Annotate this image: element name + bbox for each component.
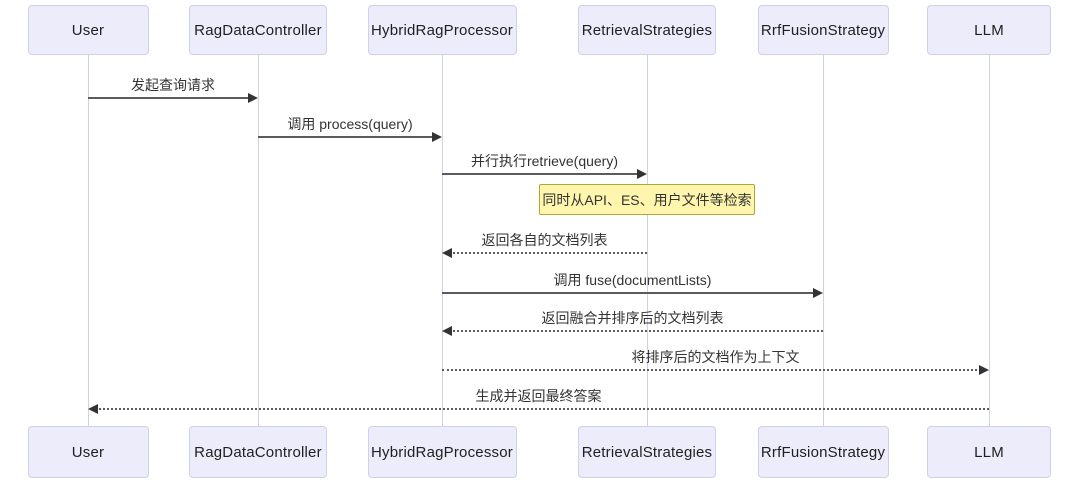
- lifeline-rrffusionstrategy: [822, 55, 824, 426]
- message-line-3: [442, 173, 639, 175]
- actor-label: RetrievalStrategies: [581, 21, 713, 39]
- message-label-7: 将排序后的文档作为上下文: [631, 349, 800, 365]
- actor-bottom-rrffusionstrategy: RrfFusionStrategy: [757, 426, 889, 478]
- lifeline-hybridragprocessor: [441, 55, 443, 426]
- actor-bottom-llm: LLM: [927, 426, 1051, 478]
- message-label-5: 调用 fuse(documentLists): [553, 272, 712, 288]
- message-label-4: 返回各自的文档列表: [481, 232, 608, 248]
- actor-bottom-retrievalstrategies: RetrievalStrategies: [578, 426, 716, 478]
- arrowhead-6: [442, 326, 452, 336]
- actor-bottom-hybridragprocessor: HybridRagProcessor: [367, 426, 517, 478]
- message-line-8: [96, 408, 989, 410]
- actor-top-ragdatacontroller: RagDataController: [189, 5, 327, 55]
- actor-label: RrfFusionStrategy: [760, 21, 886, 39]
- message-label-1: 发起查询请求: [131, 77, 215, 93]
- arrowhead-8: [88, 404, 98, 414]
- message-line-4: [450, 252, 647, 254]
- message-line-7: [442, 369, 981, 371]
- actor-label: HybridRagProcessor: [371, 21, 513, 39]
- actor-bottom-ragdatacontroller: RagDataController: [189, 426, 327, 478]
- message-label-2: 调用 process(query): [287, 116, 413, 132]
- message-line-6: [450, 330, 823, 332]
- note-1: 同时从API、ES、用户文件等检索: [539, 184, 755, 215]
- message-label-6: 返回融合并排序后的文档列表: [541, 310, 724, 326]
- actor-label: LLM: [974, 21, 1004, 39]
- arrowhead-4: [442, 248, 452, 258]
- message-label-3: 并行执行retrieve(query): [470, 153, 619, 169]
- actor-bottom-user: User: [27, 426, 149, 478]
- actor-label: User: [71, 21, 105, 39]
- actor-label: RetrievalStrategies: [581, 443, 713, 461]
- actor-label: RagDataController: [194, 443, 322, 461]
- actor-label: User: [71, 443, 105, 461]
- actor-top-rrffusionstrategy: RrfFusionStrategy: [757, 5, 889, 55]
- arrowhead-3: [637, 169, 647, 179]
- message-line-1: [88, 97, 250, 99]
- actor-label: RagDataController: [194, 21, 322, 39]
- actor-top-user: User: [27, 5, 149, 55]
- arrowhead-1: [248, 93, 258, 103]
- arrowhead-2: [432, 132, 442, 142]
- message-line-2: [258, 136, 434, 138]
- message-line-5: [442, 292, 815, 294]
- actor-label: RrfFusionStrategy: [760, 443, 886, 461]
- actor-top-hybridragprocessor: HybridRagProcessor: [367, 5, 517, 55]
- actor-label: LLM: [974, 443, 1004, 461]
- actor-top-retrievalstrategies: RetrievalStrategies: [578, 5, 716, 55]
- lifeline-llm: [988, 55, 990, 426]
- arrowhead-7: [979, 365, 989, 375]
- lifeline-retrievalstrategies: [646, 55, 648, 426]
- actor-top-llm: LLM: [927, 5, 1051, 55]
- message-label-8: 生成并返回最终答案: [475, 388, 602, 404]
- lifeline-ragdatacontroller: [257, 55, 259, 426]
- arrowhead-5: [813, 288, 823, 298]
- lifeline-user: [87, 55, 89, 426]
- actor-label: HybridRagProcessor: [371, 443, 513, 461]
